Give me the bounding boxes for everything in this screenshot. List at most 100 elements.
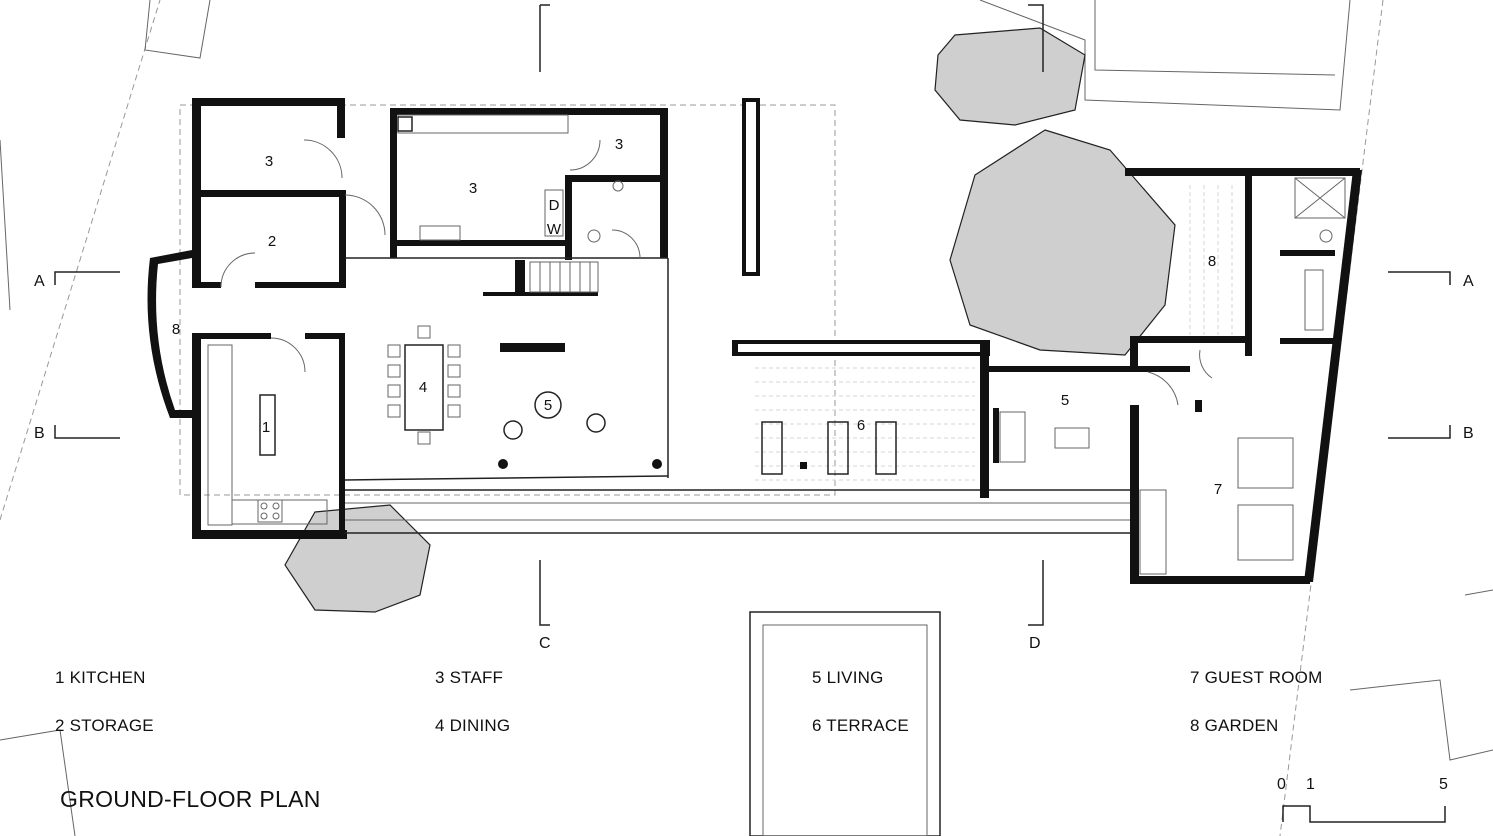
room-tags: 1 2 3 3 3 4 5 5 6 7 8 8 W D bbox=[172, 136, 1222, 498]
legend-item-storage: 2 STORAGE bbox=[55, 716, 154, 735]
section-mark-d-bottom bbox=[1028, 560, 1044, 626]
kitchen-island-counter bbox=[500, 343, 565, 352]
stairs bbox=[529, 261, 599, 293]
staff-bench bbox=[419, 225, 461, 241]
door-swing bbox=[270, 337, 306, 373]
freestanding-wall-core bbox=[746, 102, 756, 272]
legend-item-kitchen: 1 KITCHEN bbox=[55, 668, 146, 687]
wall bbox=[565, 175, 668, 182]
dryer-label: D bbox=[549, 197, 560, 214]
bed bbox=[1237, 504, 1294, 561]
scale-label-five: 5 bbox=[1439, 776, 1448, 793]
section-label-c: C bbox=[539, 635, 551, 652]
section-mark-c-top bbox=[539, 4, 550, 72]
section-label-a-left: A bbox=[34, 273, 45, 290]
room-tag-storage: 2 bbox=[268, 233, 276, 250]
dining-chairs bbox=[387, 325, 461, 445]
legend-item-living: 5 LIVING bbox=[812, 668, 884, 687]
wall bbox=[660, 108, 668, 258]
wall bbox=[1130, 336, 1250, 343]
neighbor-edge-se bbox=[1464, 589, 1493, 596]
chair bbox=[387, 404, 401, 418]
wall bbox=[390, 108, 570, 115]
site-boundary-west bbox=[0, 0, 161, 521]
chair bbox=[417, 431, 431, 445]
section-marks: A A B B C D bbox=[34, 4, 1474, 652]
lounger bbox=[761, 421, 783, 475]
section-label-b-right: B bbox=[1463, 425, 1474, 442]
section-mark-b-left bbox=[54, 425, 120, 439]
chair bbox=[447, 364, 461, 378]
neighbor-building-sw bbox=[0, 729, 76, 836]
vanity bbox=[1304, 269, 1324, 331]
door-swing bbox=[611, 229, 641, 259]
wall bbox=[1245, 176, 1252, 356]
shower-cross bbox=[1294, 177, 1346, 219]
legend-item-terrace: 6 TERRACE bbox=[812, 716, 909, 735]
sink bbox=[397, 116, 413, 132]
wall bbox=[192, 98, 201, 288]
section-mark-b-right bbox=[1388, 425, 1451, 439]
rock-south bbox=[284, 504, 431, 613]
garden-west-curved-wall bbox=[147, 250, 200, 418]
room-tag-garden-west: 8 bbox=[172, 321, 180, 338]
plan-title: GROUND-FLOOR PLAN bbox=[60, 786, 321, 812]
chair bbox=[387, 384, 401, 398]
scale-bar-line bbox=[1282, 805, 1446, 823]
door-swing bbox=[1147, 371, 1179, 406]
section-mark-a-right bbox=[1388, 271, 1451, 285]
chair bbox=[387, 364, 401, 378]
chair bbox=[447, 404, 461, 418]
wall bbox=[339, 190, 346, 287]
legend-item-garden: 8 GARDEN bbox=[1190, 716, 1279, 735]
chair bbox=[447, 384, 461, 398]
pool-inner bbox=[762, 624, 928, 836]
door-swing bbox=[344, 194, 386, 236]
wall bbox=[201, 190, 346, 197]
terrace bbox=[732, 340, 990, 498]
room-tag-garden-east: 8 bbox=[1208, 253, 1216, 270]
wall bbox=[339, 333, 345, 538]
chair bbox=[387, 344, 401, 358]
wall bbox=[305, 333, 345, 339]
room-tag-guest-room: 7 bbox=[1214, 481, 1222, 498]
rocks bbox=[284, 27, 1176, 613]
section-mark-c-bottom bbox=[539, 560, 550, 626]
walkway bbox=[345, 489, 1135, 534]
roof-overhang-outline bbox=[179, 104, 836, 496]
wall bbox=[570, 108, 668, 115]
fireplace-grid bbox=[999, 411, 1026, 463]
wall bbox=[390, 240, 570, 246]
washer-dryer bbox=[544, 189, 564, 237]
washer-label: W bbox=[547, 221, 562, 238]
wall bbox=[255, 282, 346, 288]
armchair bbox=[586, 413, 606, 433]
room-tag-living-annex: 5 bbox=[1061, 392, 1069, 409]
burner bbox=[272, 502, 280, 510]
cooktop bbox=[257, 499, 283, 523]
neighbor-building-nw bbox=[144, 0, 211, 59]
column bbox=[652, 459, 662, 469]
wall bbox=[192, 98, 345, 106]
section-label-d: D bbox=[1029, 635, 1041, 652]
legend-item-dining: 4 DINING bbox=[435, 716, 511, 735]
burner bbox=[272, 512, 280, 520]
wall bbox=[192, 530, 347, 539]
scale-label-zero: 0 bbox=[1277, 776, 1286, 793]
wall bbox=[201, 333, 271, 339]
door-swing bbox=[1199, 349, 1213, 379]
main-house bbox=[147, 98, 836, 539]
kitchen-counter-west bbox=[207, 344, 233, 526]
legend-item-guest-room: 7 GUEST ROOM bbox=[1190, 668, 1323, 687]
toilet bbox=[587, 229, 601, 243]
section-mark-a-left bbox=[54, 271, 120, 285]
bed bbox=[1237, 437, 1294, 489]
neighbor-wall-ne bbox=[1094, 0, 1336, 76]
wall bbox=[337, 98, 345, 138]
wall bbox=[483, 292, 598, 296]
rock-central bbox=[949, 129, 1176, 356]
east-wing bbox=[985, 168, 1362, 584]
lounger bbox=[875, 421, 897, 475]
glazing-south bbox=[344, 475, 669, 481]
